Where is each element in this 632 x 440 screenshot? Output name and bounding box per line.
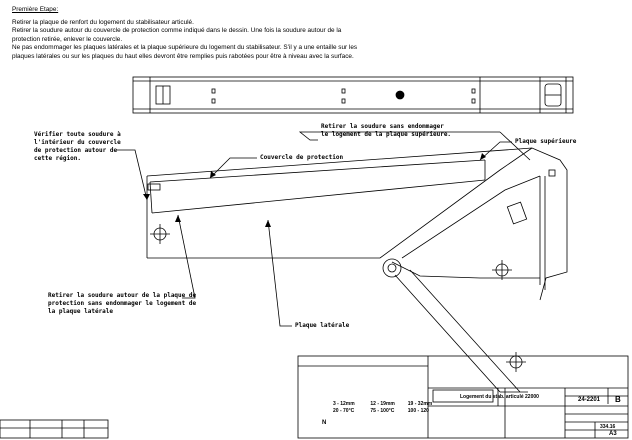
- revision: B: [615, 395, 621, 404]
- instruction-line: plaques latérales ou sur les plaques du …: [12, 52, 354, 60]
- instruction-line: Retirer la soudure autour du couvercle d…: [12, 27, 342, 35]
- sheet-size: A3: [609, 431, 617, 437]
- title-block: [0, 355, 629, 439]
- top-view: [132, 76, 574, 114]
- drawing-number: 24-2201: [578, 397, 601, 403]
- part-title: Logement du stab. articulé 22000: [460, 394, 539, 400]
- weight: 334.16: [600, 424, 616, 430]
- tolerance-table: 3 - 12mm 12 - 19mm 19 - 32mm 20 - 70°C 7…: [333, 401, 433, 414]
- callout-top-plate: Plaque supérieure: [515, 138, 577, 145]
- callout-protection-cover: Couvercle de protection: [260, 154, 344, 161]
- callout-side-plate: Plaque latérale: [295, 322, 350, 329]
- instruction-line: Ne pas endommager les plaques latérales …: [12, 44, 358, 52]
- instruction-text: Première Etape: Retirer la plaque de ren…: [12, 6, 612, 62]
- callout-remove-weld-side: Retirer la soudure autour de la plaque d…: [48, 292, 197, 315]
- step-title: Première Etape:: [12, 6, 59, 13]
- instruction-line: Retirer la plaque de renfort du logement…: [12, 18, 194, 26]
- side-view: [146, 147, 568, 393]
- n-label: N: [322, 420, 327, 426]
- instruction-line: protection retirée, enlever le couvercle…: [12, 35, 123, 43]
- callout-remove-weld-top: Retirer la soudure sans endommager le lo…: [321, 123, 452, 138]
- callout-verify-welds: Vérifier toute soudure à l'intérieur du …: [34, 131, 121, 162]
